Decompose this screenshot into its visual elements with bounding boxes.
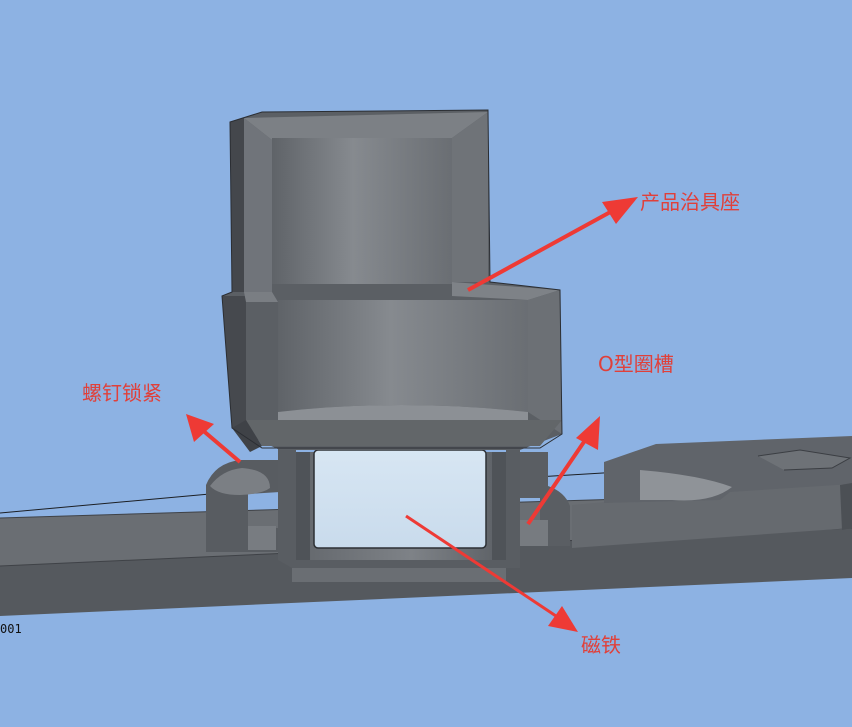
label-o-ring-groove: O型圈槽 (598, 352, 674, 376)
label-screw-lock: 螺钉锁紧 (82, 381, 162, 405)
magnet-block (313, 449, 487, 549)
fixture-seat-body (221, 109, 563, 452)
clamp-ring-left (206, 460, 295, 552)
label-fixture-seat: 产品治具座 (640, 190, 740, 214)
right-bracket (572, 436, 852, 548)
annotation-arrows (186, 197, 638, 632)
arrow-screw-lock (186, 414, 242, 464)
label-magnet: 磁铁 (581, 633, 621, 657)
arrow-magnet (405, 514, 578, 632)
arrow-o-ring-groove (526, 416, 600, 526)
arrow-fixture-seat (467, 197, 638, 292)
corner-id-text: 001 (0, 622, 22, 636)
